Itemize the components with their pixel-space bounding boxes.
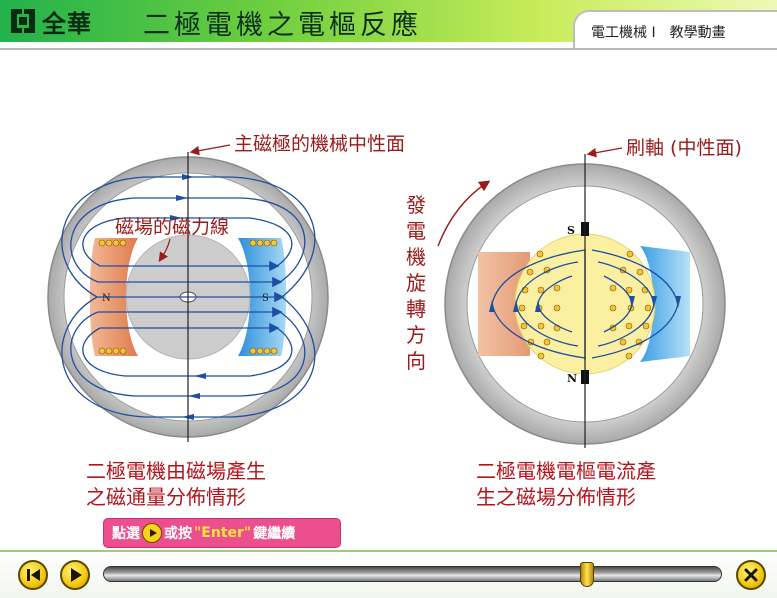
- left-caption: 二極電機由磁場產生 之磁通量分佈情形: [86, 458, 266, 510]
- left-caption-line-2: 之磁通量分佈情形: [86, 485, 246, 509]
- south-pole-shoe-right: [640, 246, 690, 362]
- close-icon: [744, 568, 758, 582]
- brush-top-label: S: [567, 224, 575, 237]
- brand-logo: 全華: [8, 5, 92, 38]
- bottom-divider: [0, 550, 777, 552]
- rotation-char: 方: [406, 323, 426, 347]
- continue-hint-button[interactable]: 點選 或按 "Enter" 鍵繼續: [103, 518, 341, 548]
- hint-prefix: 點選: [112, 526, 140, 542]
- armature-field-diagram: S N 刷軸 (中性面) 發 電 機 旋 轉 方 向: [406, 137, 742, 448]
- course-tab: 電工機械 I 教學動畫: [573, 10, 777, 50]
- close-button[interactable]: [736, 560, 766, 590]
- rotation-char: 轉: [406, 297, 426, 321]
- hint-suffix: 鍵繼續: [253, 526, 296, 542]
- south-pole-label: S: [262, 293, 269, 304]
- playback-controls: [0, 552, 777, 598]
- right-caption-line-2: 生之磁場分佈情形: [476, 485, 636, 509]
- course-name: 電工機械 I 教學動畫: [591, 25, 726, 41]
- page-title: 二極電機之電樞反應: [143, 10, 422, 41]
- left-caption-line-1: 二極電機由磁場產生: [86, 459, 266, 483]
- neutral-plane-annotation: 主磁極的機械中性面: [234, 133, 405, 155]
- play-icon: [71, 568, 82, 582]
- brush-bottom-label: N: [567, 372, 577, 385]
- rotation-char: 向: [406, 349, 426, 373]
- skip-back-icon: [27, 569, 40, 581]
- rotation-char: 旋: [406, 271, 426, 295]
- hint-middle: 或按: [164, 526, 192, 542]
- rotation-char: 機: [406, 245, 426, 269]
- flux-lines-annotation: 磁場的磁力線: [115, 216, 229, 238]
- armature-flux-arrows: [489, 296, 681, 312]
- right-caption-line-1: 二極電機電樞電流產: [476, 459, 656, 483]
- progress-slider[interactable]: [103, 562, 722, 587]
- progress-slider-thumb[interactable]: [580, 562, 594, 587]
- armature-reaction-diagram: N S 主磁極的機械中性面 磁場的磁力線: [47, 133, 742, 448]
- right-caption: 二極電機電樞電流產 生之磁場分佈情形: [476, 458, 656, 510]
- brush-axis-annotation: 刷軸 (中性面): [626, 137, 742, 159]
- header-divider: [0, 48, 777, 50]
- rotation-arrow: [437, 180, 491, 247]
- field-coil-dots: [98, 239, 278, 355]
- enter-key-label: "Enter": [194, 525, 252, 541]
- rotation-char: 電: [406, 219, 426, 243]
- rotation-direction-label: 發 電 機 旋 轉 方 向: [406, 193, 426, 373]
- header-bar: 全華 二極電機之電樞反應 電工機械 I 教學動畫: [0, 0, 777, 50]
- play-button[interactable]: [60, 560, 90, 590]
- content-area: N S 主磁極的機械中性面 磁場的磁力線: [0, 50, 777, 550]
- chuan-hwa-logo-icon: [11, 9, 35, 33]
- skip-back-button[interactable]: [18, 560, 48, 590]
- rotation-char: 發: [406, 193, 426, 217]
- north-pole-label: N: [102, 293, 111, 304]
- logo-text: 全華: [42, 9, 92, 38]
- field-flux-diagram: N S 主磁極的機械中性面 磁場的磁力線: [47, 133, 405, 442]
- play-icon: [142, 523, 162, 543]
